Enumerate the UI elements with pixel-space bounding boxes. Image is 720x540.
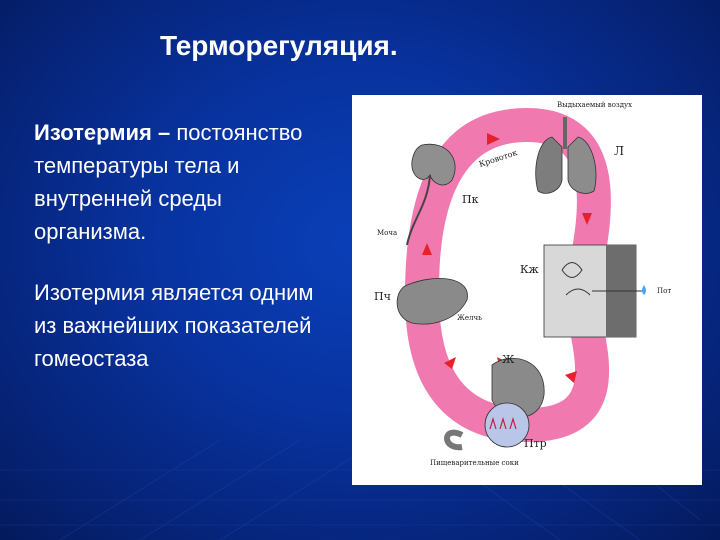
arrow-icon — [444, 357, 456, 369]
arrow-icon — [487, 133, 500, 145]
homeostasis-diagram: Кровоток Выдыхаемый воздух Л Пк Моча — [352, 95, 702, 485]
arrow-icon — [582, 213, 592, 225]
skin-icon — [543, 244, 642, 338]
flow-arrows — [422, 133, 592, 383]
statement-paragraph: Изотермия является одним из важнейших по… — [34, 280, 314, 371]
label-sweat: Пот — [657, 287, 671, 295]
label-skin: Кж — [520, 263, 539, 276]
label-lungs: Л — [614, 144, 624, 158]
definition-paragraph: Изотермия – постоянство температуры тела… — [34, 116, 334, 248]
intestine-icon — [444, 402, 530, 451]
definition-body: постоянство температуры тела и внутренне… — [34, 120, 303, 244]
label-stomach: Ж — [502, 353, 515, 366]
label-kidney: Пк — [462, 193, 479, 206]
label-urine: Моча — [377, 229, 397, 237]
slide-title: Терморегуляция. — [160, 30, 398, 61]
definition-text: Изотермия – постоянство температуры тела… — [34, 116, 334, 375]
label-intestine: Птр — [524, 437, 547, 450]
label-bile: Желчь — [457, 314, 482, 322]
definition-term: Изотермия – — [34, 120, 171, 145]
liver-icon — [396, 278, 468, 325]
kidney-icon — [406, 143, 456, 246]
arrow-icon — [565, 371, 577, 383]
label-exhaled-air: Выдыхаемый воздух — [557, 101, 632, 109]
sweat-drop-icon — [642, 285, 646, 295]
lungs-icon — [535, 117, 597, 194]
arrow-icon — [422, 243, 432, 255]
label-liver: Пч — [374, 290, 391, 303]
label-digestive-juices: Пищеварительные соки — [430, 459, 519, 467]
